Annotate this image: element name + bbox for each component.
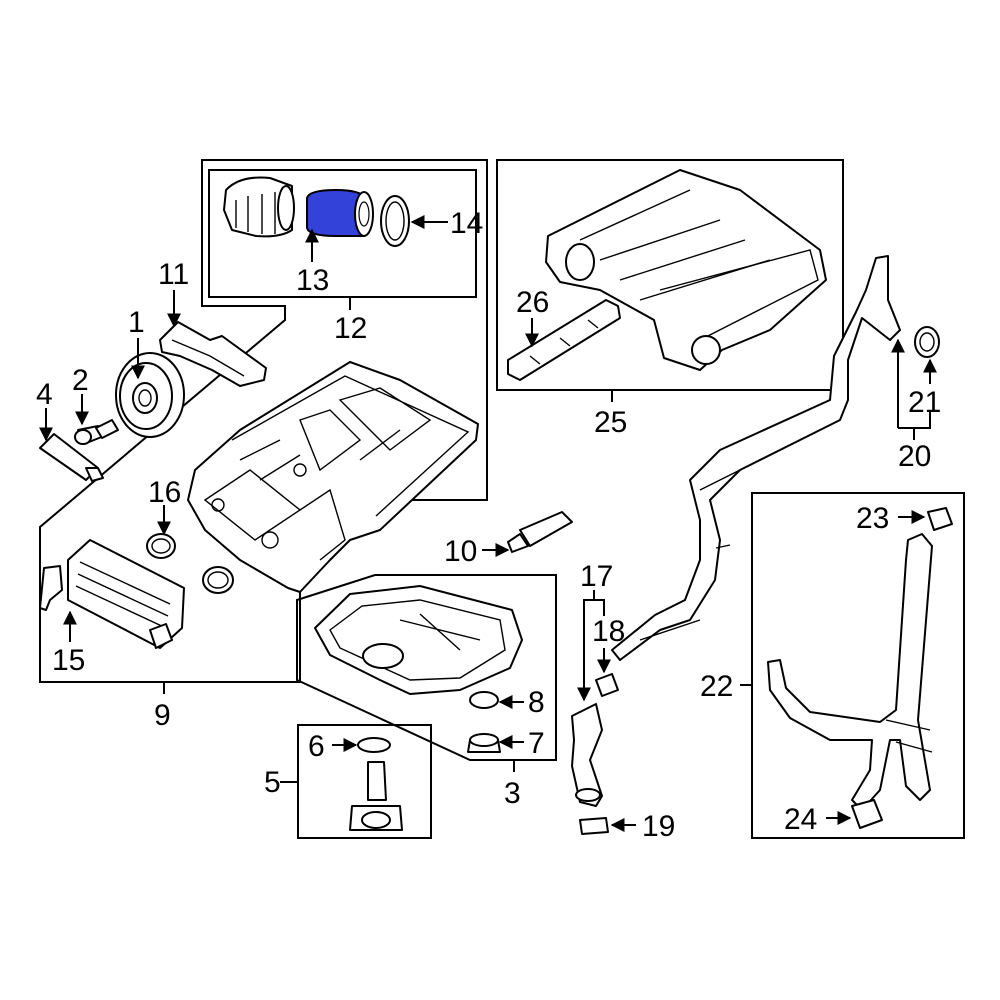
bolt-part [74,419,119,445]
callout-10: 10 [444,535,477,568]
oil-cooler-part [39,539,185,649]
o-ring-part [202,566,234,594]
washer-8-part [469,691,499,709]
clamp-24-part [851,799,883,829]
sealant-tube-10-part [507,511,573,553]
manifold-gasket-part [507,299,621,381]
callout-6: 6 [308,730,325,763]
callout-4: 4 [36,378,53,411]
o-ring-16-part [146,533,176,559]
hose-assembly-22-part [767,533,933,811]
callout-12: 12 [334,312,367,345]
crank-pulley-part [115,352,185,438]
leader-20b [898,412,931,429]
oil-filter-element-highlighted [306,188,374,237]
drain-plug-7-part [467,733,501,753]
group-25-box [496,159,844,391]
filter-housing-part [223,176,295,238]
clamp-19-part [579,817,609,835]
callout-19: 19 [642,810,675,843]
callout-15: 15 [52,644,85,677]
group-9-outline [39,159,488,683]
o-ring-21-part [914,326,940,358]
gasket-part [159,321,267,387]
callout-16: 16 [148,476,181,509]
callout-3: 3 [504,777,521,810]
intake-manifold-part [545,169,827,371]
callout-13: 13 [296,264,329,297]
callout-7: 7 [528,727,545,760]
callout-18: 18 [592,615,625,648]
clamp-23-part [927,507,953,531]
group-3-outline [296,574,557,761]
leader-17 [577,590,595,702]
callout-9: 9 [154,699,171,732]
o-ring-6-part [357,737,391,753]
filter-seal-part [380,195,410,247]
leader-17b [594,599,605,616]
callout-22: 22 [700,670,733,703]
callout-8: 8 [528,686,545,719]
oil-pan-part [314,585,523,695]
callout-14: 14 [450,207,483,240]
callout-1: 1 [128,306,145,339]
callout-25: 25 [594,406,627,439]
callout-23: 23 [856,502,889,535]
callout-20: 20 [898,440,931,473]
coolant-pipe-part [611,255,901,661]
callout-5: 5 [264,766,281,799]
hose-17-part [571,703,603,807]
callout-21: 21 [908,386,941,419]
callout-17: 17 [580,560,613,593]
clamp-18-part [595,673,619,697]
callout-11: 11 [158,258,189,291]
group-12-box [208,169,477,298]
callout-24: 24 [784,803,817,836]
group-22-box [751,492,965,839]
oil-level-sensor-part [349,761,403,831]
engine-block-part [187,361,479,593]
callout-26: 26 [516,286,549,319]
callout-2: 2 [72,364,89,397]
